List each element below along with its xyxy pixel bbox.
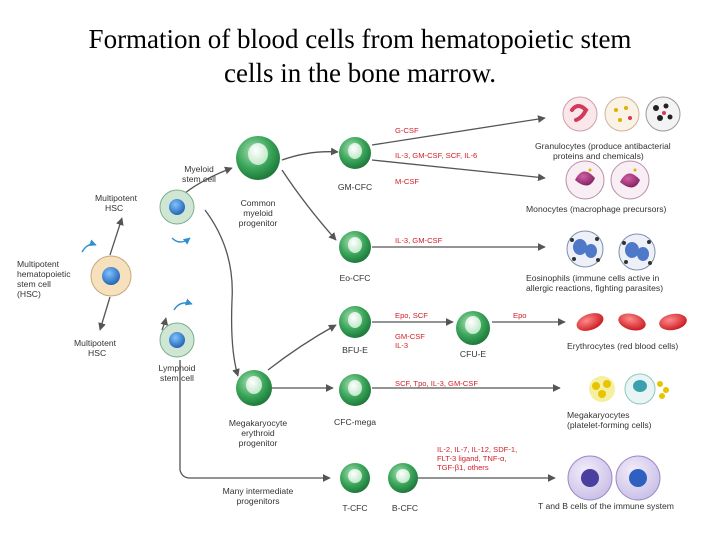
label-gm-cfc: GM-CFC xyxy=(338,182,372,192)
label-megakaryocytes-line2: (platelet-forming cells) xyxy=(567,420,652,430)
common-myeloid-progenitor-cell xyxy=(236,136,280,180)
self-renewal-arrows xyxy=(81,237,193,311)
arrow-myeloid-to-gm xyxy=(281,147,339,161)
monocyte-cells xyxy=(565,160,650,200)
label-stem-cell-line1: Multipotent xyxy=(17,259,60,269)
label-stem-cell-line3: stem cell xyxy=(17,279,51,289)
b-cfc-cell xyxy=(388,463,418,493)
multipotent-hsc-top-cell xyxy=(159,189,195,225)
cfu-e-cell xyxy=(456,311,490,345)
eo-cfc-cell xyxy=(339,231,371,263)
label-common-myeloid-line1: Common xyxy=(241,198,276,208)
label-lymphocytes: T and B cells of the immune system xyxy=(538,501,674,511)
multipotent-hsc-cell xyxy=(90,255,132,297)
megakaryocyte-cells xyxy=(589,373,669,405)
label-eosinophils-line2: allergic reactions, fighting parasites) xyxy=(526,283,663,293)
lineage-arrows xyxy=(98,115,566,482)
label-common-myeloid-line3: progenitor xyxy=(239,218,278,228)
figure-title: Formation of blood cells from hematopoie… xyxy=(0,22,720,90)
label-lymphoid-stem-line1: Lymphoid xyxy=(159,363,196,373)
multipotent-hsc-bottom-cell xyxy=(159,322,195,358)
lymphocyte-cells xyxy=(567,455,661,501)
renewal-arrow-bottom xyxy=(173,298,193,311)
label-cfu-e: CFU-E xyxy=(460,349,487,359)
erythrocyte-cells xyxy=(576,313,687,331)
label-many-intermediate-line1: Many intermediate xyxy=(223,486,294,496)
label-many-intermediate-line2: progenitors xyxy=(237,496,280,506)
cytokine-epo-scf: Epo, SCF xyxy=(395,311,428,320)
cytokine-lymph-line1: IL-2, IL-7, IL-12, SDF-1, xyxy=(437,445,517,454)
label-mega-erythroid-line1: Megakaryocyte xyxy=(229,418,287,428)
arrow-hsc-to-multipotent-top xyxy=(109,217,124,256)
arrow-hsc-to-multipotent-bottom xyxy=(98,296,111,331)
cytokine-il3-gm: IL-3, GM-CSF xyxy=(395,236,443,245)
label-myeloid-stem-line2: stem cell xyxy=(182,174,216,184)
label-myeloid-stem-line1: Myeloid xyxy=(184,164,214,174)
label-stem-cell-line4: (HSC) xyxy=(17,289,41,299)
label-common-myeloid-line2: myeloid xyxy=(243,208,273,218)
eosinophil-cells xyxy=(566,230,656,271)
cytokine-gm-csf: GM-CSF xyxy=(395,332,425,341)
granulocyte-cells xyxy=(562,96,681,132)
label-multipotent-hsc-top-line2: HSC xyxy=(105,203,123,213)
label-eo-cfc: Eo-CFC xyxy=(339,273,370,283)
gm-cfc-cell xyxy=(339,137,371,169)
title-line-1: Formation of blood cells from hematopoie… xyxy=(88,24,632,54)
cytokine-g-csf: G-CSF xyxy=(395,126,419,135)
label-bfu-e: BFU-E xyxy=(342,345,368,355)
cytokine-m-csf: M-CSF xyxy=(395,177,419,186)
mega-erythroid-progenitor-cell xyxy=(236,370,272,406)
label-multipotent-hsc-bottom-line2: HSC xyxy=(88,348,106,358)
label-granulocytes-line1: Granulocytes (produce antibacterial xyxy=(535,141,671,151)
t-cfc-cell xyxy=(340,463,370,493)
arrow-top-to-myeloid xyxy=(184,166,233,194)
cytokine-epo: Epo xyxy=(513,311,527,320)
label-monocytes: Monocytes (macrophage precursors) xyxy=(526,204,667,214)
arrow-myeloid-down xyxy=(204,209,240,377)
arrow-gm-to-mono xyxy=(371,159,546,182)
label-eosinophils-line1: Eosinophils (immune cells active in xyxy=(526,273,659,283)
arrow-gm-to-gran xyxy=(371,115,546,146)
label-erythrocytes: Erythrocytes (red blood cells) xyxy=(567,341,678,351)
cfc-mega-cell xyxy=(339,374,371,406)
cytokine-lymph-line2: FLT-3 ligand, TNF-α, xyxy=(437,454,507,463)
title-line-2: cells in the bone marrow. xyxy=(224,58,496,88)
arrow-myeloid-to-eo xyxy=(281,169,337,241)
renewal-arrow-hsc xyxy=(81,239,97,253)
cytokine-il3: IL-3 xyxy=(395,341,408,350)
arrow-lymphoid-down xyxy=(179,360,331,482)
label-stem-cell-line2: hematopoietic xyxy=(17,269,71,279)
label-multipotent-hsc-top-line1: Multipotent xyxy=(95,193,138,203)
renewal-arrow-top xyxy=(171,237,191,245)
cytokine-il3-gm-scf-il6: IL-3, GM-CSF, SCF, IL-6 xyxy=(395,151,477,160)
cytokine-scf-tpo: SCF, Tpo, IL-3, GM-CSF xyxy=(395,379,478,388)
cytokine-lymph-line3: TGF-β1, others xyxy=(437,463,489,472)
label-b-cfc: B-CFC xyxy=(392,503,418,513)
label-multipotent-hsc-bottom-line1: Multipotent xyxy=(74,338,117,348)
bfu-e-cell xyxy=(339,306,371,338)
label-mega-erythroid-line2: erythroid xyxy=(241,428,275,438)
label-cfc-mega: CFC-mega xyxy=(334,417,376,427)
arrow-bottom-to-lymphoid xyxy=(160,317,169,331)
label-megakaryocytes-line1: Megakaryocytes xyxy=(567,410,630,420)
arrow-mega-to-bfu xyxy=(267,324,337,371)
label-lymphoid-stem-line2: stem cell xyxy=(160,373,194,383)
label-t-cfc: T-CFC xyxy=(342,503,367,513)
label-mega-erythroid-line3: progenitor xyxy=(239,438,278,448)
label-granulocytes-line2: proteins and chemicals) xyxy=(553,151,644,161)
